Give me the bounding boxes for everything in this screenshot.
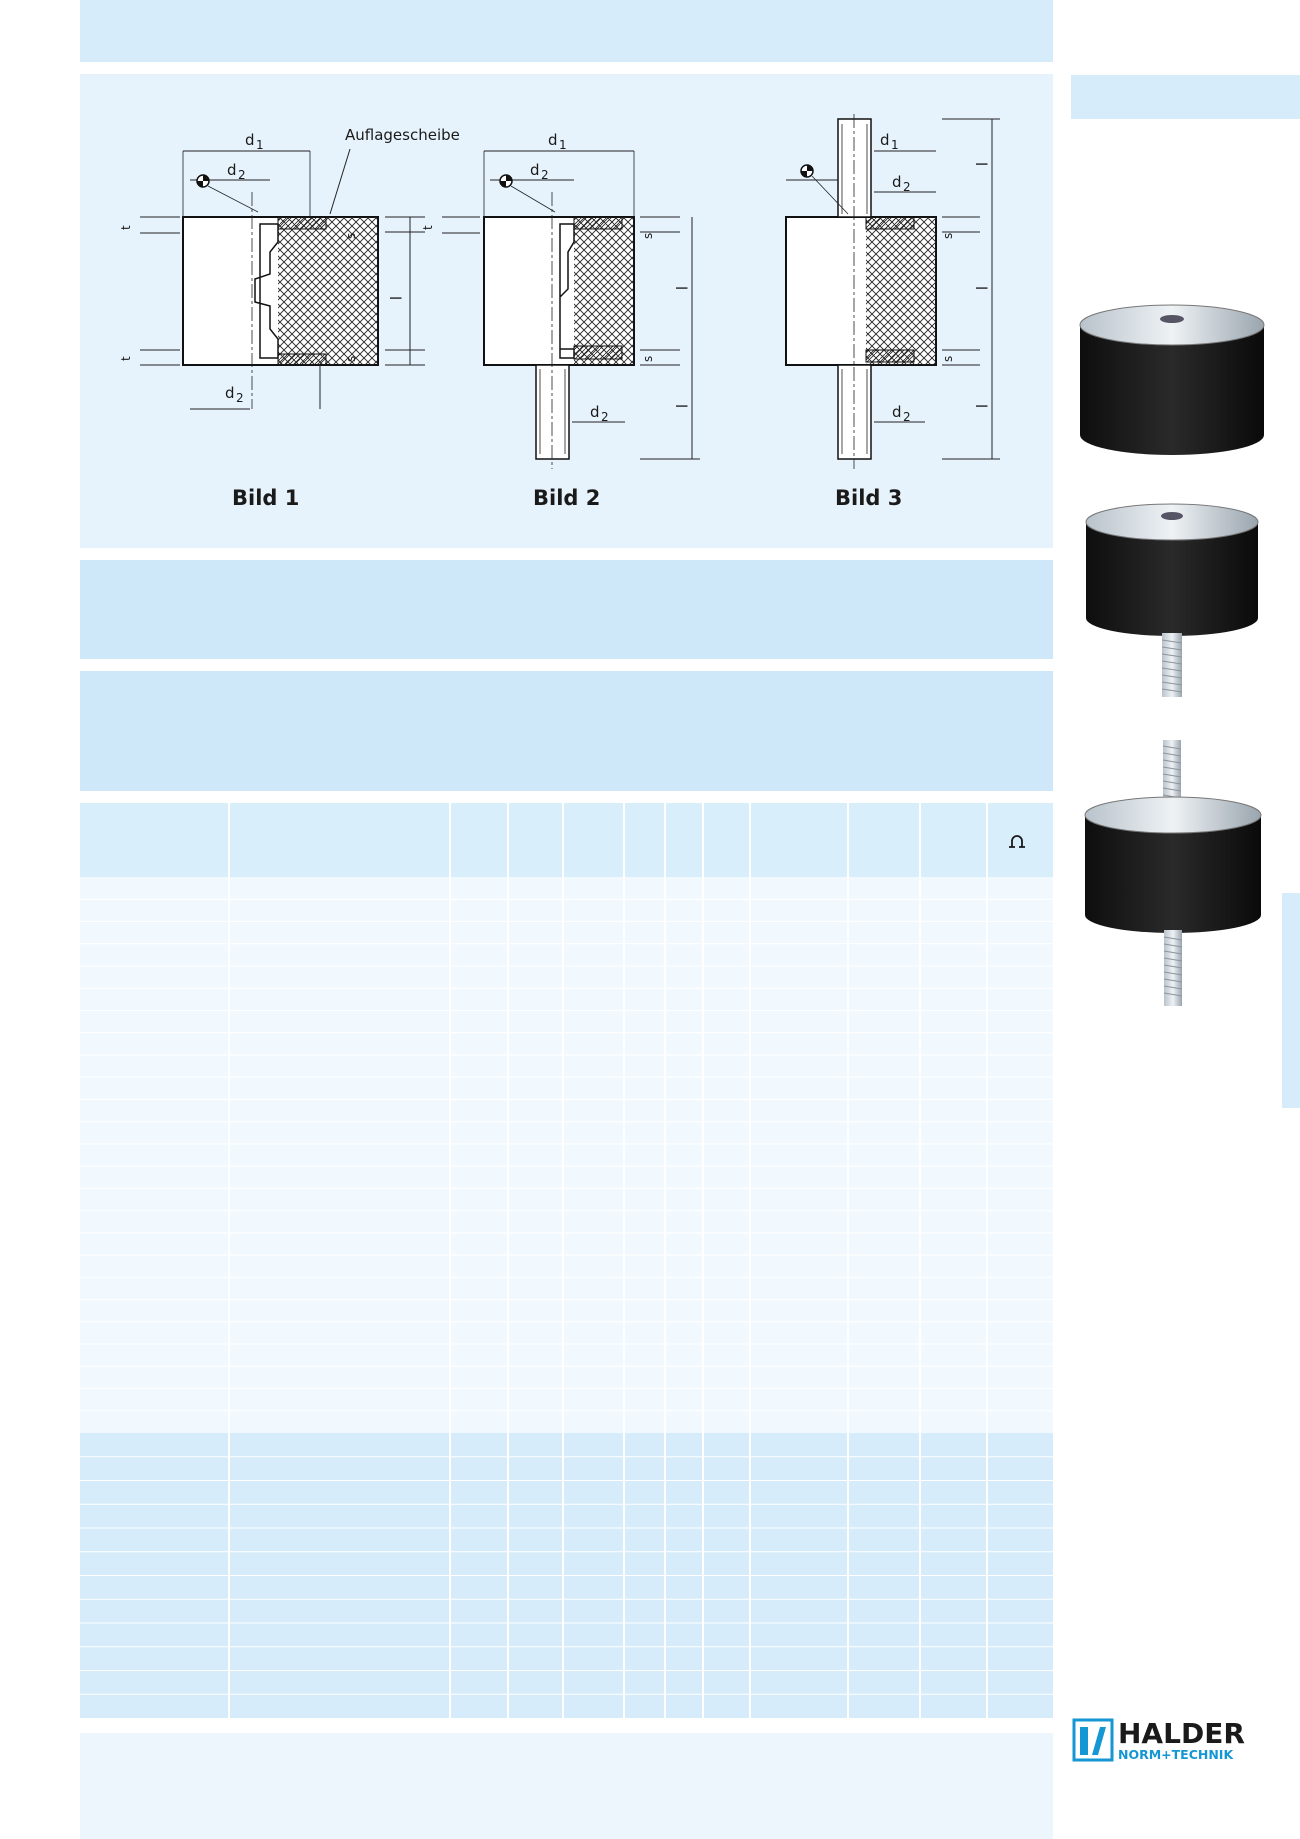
footer-band <box>80 1733 1053 1839</box>
side-tab-top <box>1071 75 1300 119</box>
caption-bild-3: Bild 3 <box>835 486 903 510</box>
product-table <box>80 803 1053 1721</box>
svg-text:s: s <box>941 356 955 362</box>
svg-text:s: s <box>641 356 655 362</box>
svg-text:d: d <box>227 161 237 179</box>
svg-text:s: s <box>641 233 655 239</box>
svg-text:1: 1 <box>256 138 264 152</box>
photo-type-2 <box>1085 503 1259 697</box>
svg-text:s: s <box>941 233 955 239</box>
caption-bild-1: Bild 1 <box>232 486 300 510</box>
weight-icon <box>1009 835 1025 848</box>
svg-text:l: l <box>386 296 404 300</box>
svg-text:1: 1 <box>559 138 567 152</box>
svg-text:2: 2 <box>903 180 911 194</box>
svg-text:2: 2 <box>236 391 244 405</box>
logo-name: HALDER <box>1118 1717 1245 1750</box>
logo-mark-icon <box>1072 1718 1114 1762</box>
svg-text:d: d <box>590 403 600 421</box>
svg-text:t: t <box>119 225 133 230</box>
description-band <box>80 560 1053 659</box>
svg-text:l: l <box>972 404 990 408</box>
top-band <box>80 0 1053 62</box>
logo-tagline: NORM+TECHNIK <box>1118 1747 1234 1762</box>
svg-text:2: 2 <box>541 168 549 182</box>
svg-text:1: 1 <box>891 138 899 152</box>
svg-text:d: d <box>880 131 890 149</box>
halder-logo: HALDER NORM+TECHNIK <box>1072 1715 1272 1765</box>
svg-text:2: 2 <box>238 168 246 182</box>
svg-text:t: t <box>421 225 435 230</box>
product-table-grid <box>80 803 1053 1718</box>
svg-text:l: l <box>972 286 990 290</box>
chapter-tab <box>1282 893 1300 1108</box>
caption-bild-2: Bild 2 <box>533 486 601 510</box>
svg-text:l: l <box>672 404 690 408</box>
svg-text:l: l <box>972 162 990 166</box>
label-auflagescheibe: Auflagescheibe <box>345 126 460 144</box>
material-band <box>80 671 1053 791</box>
svg-text:d: d <box>530 161 540 179</box>
svg-text:d: d <box>892 173 902 191</box>
svg-text:2: 2 <box>601 410 609 424</box>
svg-text:s: s <box>344 356 358 362</box>
svg-text:2: 2 <box>903 410 911 424</box>
table-header <box>80 803 1053 877</box>
photo-type-1 <box>1079 304 1265 455</box>
svg-text:d: d <box>245 131 255 149</box>
product-photos <box>1070 300 1300 1020</box>
svg-text:t: t <box>119 356 133 361</box>
svg-text:s: s <box>344 233 358 239</box>
svg-text:d: d <box>548 131 558 149</box>
table-section-1 <box>80 877 1053 1433</box>
photo-type-3 <box>1084 740 1262 1006</box>
svg-text:d: d <box>892 403 902 421</box>
svg-text:l: l <box>672 286 690 290</box>
svg-text:d: d <box>225 384 235 402</box>
